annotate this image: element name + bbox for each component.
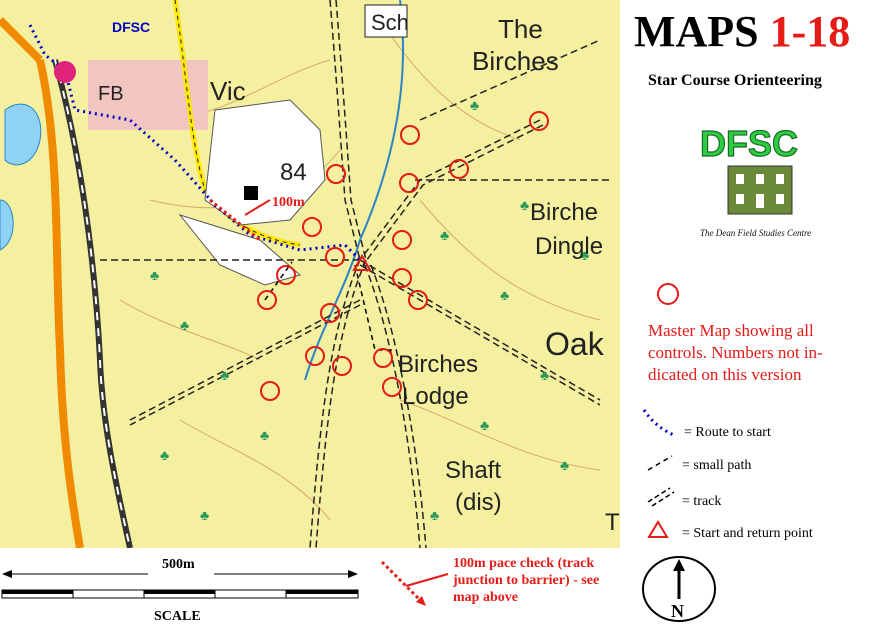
control-circle[interactable]	[260, 381, 280, 401]
map-label-sch: Sch	[371, 10, 409, 35]
subtitle: Star Course Orienteering	[648, 72, 822, 89]
minor-road-edge	[174, 0, 301, 246]
track-legend-icon	[647, 487, 675, 507]
map-label-vic: Vic	[210, 76, 246, 106]
legend-start: = Start and return point	[682, 526, 813, 541]
map-label-100m: 100m	[272, 195, 305, 210]
map-label-birches-dingle-1: Birche	[530, 199, 598, 226]
control-circle[interactable]	[400, 125, 420, 145]
control-circle[interactable]	[373, 348, 393, 368]
svg-text:♣: ♣	[160, 449, 169, 464]
control-circle[interactable]	[325, 247, 345, 267]
small-path	[264, 261, 392, 351]
svg-text:♣: ♣	[220, 369, 229, 384]
fb-marker	[54, 61, 76, 83]
church-icon	[244, 186, 258, 200]
stream	[304, 0, 405, 381]
map-label-shaft: Shaft	[445, 457, 501, 484]
small-path-legend-icon	[647, 455, 673, 471]
tree-symbols: ♣ ♣ ♣ ♣ ♣ ♣ ♣ ♣ ♣ ♣ ♣ ♣ ♣ ♣ ♣	[150, 99, 589, 524]
pond	[4, 103, 42, 166]
svg-text:♣: ♣	[150, 269, 159, 284]
map-label-partial-t: T	[605, 509, 620, 536]
route-legend-icon	[642, 409, 677, 438]
main-road	[36, 59, 84, 548]
control-circle[interactable]	[392, 230, 412, 250]
control-circles	[257, 111, 549, 401]
page-title: MAPS 1-18	[634, 6, 850, 57]
legend-route: = Route to start	[684, 425, 771, 440]
pace-check-route	[209, 198, 261, 242]
control-circle[interactable]	[305, 346, 325, 366]
control-circle[interactable]	[326, 164, 346, 184]
map-label-the: The	[498, 14, 543, 44]
start-legend-icon	[647, 520, 669, 538]
svg-text:♣: ♣	[440, 229, 449, 244]
control-circle[interactable]	[408, 290, 428, 310]
control-circle[interactable]	[320, 303, 340, 323]
railway-dash	[54, 59, 131, 548]
svg-text:♣: ♣	[260, 429, 269, 444]
svg-text:♣: ♣	[470, 99, 479, 114]
svg-text:♣: ♣	[520, 199, 529, 214]
pace-check-note: 100m pace check (track junction to barri…	[453, 556, 600, 605]
control-circle-legend-icon	[657, 283, 679, 305]
legend-small-path: = small path	[682, 458, 752, 473]
svg-text:♣: ♣	[580, 249, 589, 264]
control-circle[interactable]	[332, 356, 352, 376]
pace-check-arrow	[244, 199, 271, 216]
dfsc-logo: DFSC The Dean Field Studies Centre	[699, 122, 811, 238]
svg-text:♣: ♣	[560, 459, 569, 474]
field-block	[178, 214, 302, 286]
map-label-oak: Oak	[545, 326, 605, 362]
scale-bar-area: 500m SCALE	[0, 548, 879, 635]
orienteering-map: ♣♣♣♣ ♣♣♣♣ ♣♣♣♣ ♣♣♣ DFSC Sch The Birches …	[0, 0, 620, 548]
tracks	[100, 0, 610, 548]
legend-track: = track	[682, 494, 722, 509]
control-circle[interactable]	[382, 377, 402, 397]
start-triangle[interactable]	[352, 253, 372, 271]
control-circle[interactable]	[257, 290, 277, 310]
scale-bar	[1, 570, 359, 599]
legend-panel: MAPS 1-18 Star Course Orienteering DFSC …	[620, 0, 879, 635]
map-label-birches-dingle-2: Dingle	[535, 233, 603, 260]
control-circle[interactable]	[392, 268, 412, 288]
title-numbers: 1-18	[769, 7, 851, 56]
control-circle[interactable]	[449, 159, 469, 179]
north-arrow: N	[642, 556, 716, 622]
control-circle[interactable]	[529, 111, 549, 131]
control-circle[interactable]	[399, 173, 419, 193]
map-label-birches-lodge-2: Lodge	[402, 383, 469, 410]
pond-small	[0, 199, 14, 251]
map-label-fb: FB	[98, 83, 124, 105]
north-label: N	[671, 601, 684, 621]
scale-title: SCALE	[154, 609, 201, 624]
map-label-dis: (dis)	[455, 489, 502, 516]
pace-check-legend-icon	[380, 560, 449, 606]
map-label-dfsc: DFSC	[112, 19, 150, 35]
svg-text:♣: ♣	[200, 509, 209, 524]
control-circle[interactable]	[302, 217, 322, 237]
title-prefix: MAPS	[634, 7, 759, 56]
svg-text:♣: ♣	[180, 319, 189, 334]
school-box	[364, 4, 408, 38]
svg-text:♣: ♣	[430, 509, 439, 524]
control-circle[interactable]	[276, 265, 296, 285]
master-map-note: Master Map showing all controls. Numbers…	[648, 321, 823, 384]
building-block	[204, 99, 326, 226]
logo-subtext: The Dean Field Studies Centre	[700, 228, 811, 238]
scale-distance: 500m	[162, 557, 195, 572]
map-label-birches: Birches	[472, 46, 559, 76]
logo-text: DFSC	[700, 123, 798, 164]
svg-text:♣: ♣	[500, 289, 509, 304]
svg-text:♣: ♣	[540, 369, 549, 384]
map-label-birches-lodge-1: Birches	[398, 351, 478, 378]
svg-text:♣: ♣	[480, 419, 489, 434]
map-label-spot-height: 84	[280, 159, 307, 186]
road-north	[0, 17, 43, 63]
